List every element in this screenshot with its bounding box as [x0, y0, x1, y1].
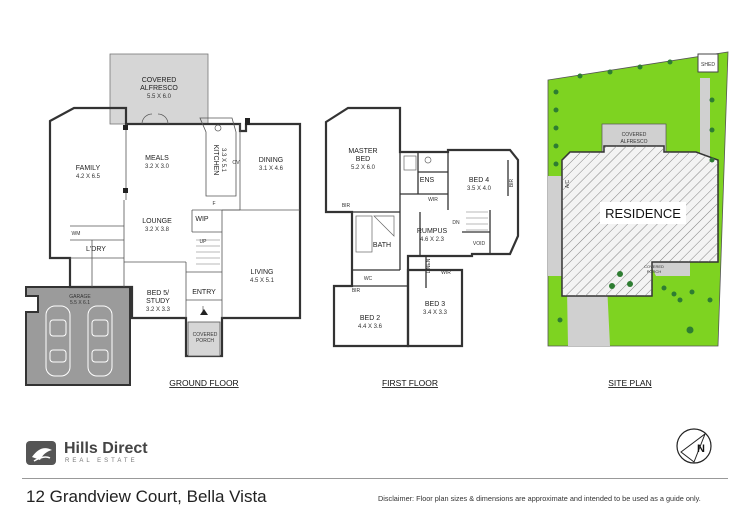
- master-bed-label: MASTER: [348, 148, 377, 155]
- stairs-first: [466, 211, 488, 231]
- family-label: FAMILY: [76, 165, 101, 172]
- master-bir-label: BIR: [342, 203, 351, 209]
- site-plan: SHED COVERED ALFRESCO RESIDENCE A/C COVE…: [547, 51, 729, 388]
- bath-label: BATH: [373, 242, 391, 249]
- shrub-icon: [553, 59, 715, 334]
- porch-label-2: PORCH: [196, 338, 214, 344]
- site-porch-label: COVERED: [644, 264, 664, 269]
- bed2-label: BED 2: [360, 315, 380, 322]
- brand-name: Hills Direct: [64, 440, 148, 457]
- arrow-up-icon: [200, 309, 208, 315]
- disclaimer-text: Disclaimer: Floor plan sizes & dimension…: [378, 494, 701, 503]
- fridge-label: F: [212, 201, 215, 207]
- family-dim: 4.2 X 6.5: [76, 174, 101, 180]
- property-address: 12 Grandview Court, Bella Vista: [26, 487, 267, 506]
- void-label: VOID: [473, 241, 486, 247]
- footer-divider: [22, 478, 728, 479]
- side-path: [548, 176, 564, 276]
- dining-dim: 3.1 X 4.6: [259, 166, 284, 172]
- bed3-dim: 3.4 X 3.3: [423, 310, 448, 316]
- living-label: LIVING: [251, 269, 274, 276]
- compass-letter: N: [697, 443, 705, 455]
- bed4-dim: 3.5 X 4.0: [467, 186, 492, 192]
- bed2-bir-label: BIR: [352, 288, 361, 294]
- master-bed-dim: 5.2 X 6.0: [351, 165, 376, 171]
- bed3-wir-label: WIR: [441, 270, 451, 276]
- meals-label: MEALS: [145, 155, 169, 162]
- garage-label: GARAGE: [69, 294, 91, 300]
- oven-label: OV: [232, 160, 240, 166]
- ac-label: A/C: [565, 179, 571, 188]
- living-dim: 4.5 X 5.1: [250, 278, 275, 284]
- site-porch-label-2: PORCH: [647, 269, 662, 274]
- lounge-dim: 3.2 X 3.8: [145, 227, 170, 233]
- bed5-dim: 3.2 X 3.3: [146, 307, 171, 313]
- master-wir-label: WIR: [428, 197, 438, 203]
- bed4-bir-label: BIR: [509, 178, 515, 187]
- wm-label: WM: [72, 231, 81, 237]
- bed2-dim: 4.4 X 3.6: [358, 324, 383, 330]
- porch-area: [187, 321, 221, 357]
- site-plan-caption: SITE PLAN: [608, 378, 651, 388]
- stairs-ground: [196, 239, 220, 265]
- site-alfresco-label: COVERED: [622, 132, 647, 138]
- lounge-label: LOUNGE: [142, 218, 172, 225]
- laundry-label: L'DRY: [86, 246, 106, 253]
- first-floor-caption: FIRST FLOOR: [382, 378, 438, 388]
- ground-floor-caption: GROUND FLOOR: [169, 378, 238, 388]
- alfresco-label: COVERED: [142, 77, 177, 84]
- rumpus-dim: 4.6 X 2.3: [420, 237, 445, 243]
- kitchen-label: KITCHEN: [212, 145, 219, 176]
- first-outer-wall: [324, 106, 520, 348]
- shed-label: SHED: [701, 62, 715, 68]
- master-bed-label-2: BED: [356, 156, 370, 163]
- dining-label: DINING: [259, 157, 284, 164]
- ground-floor-plan: COVERED ALFRESCO 5.5 X 6.0 FAMILY 4.2 X …: [25, 53, 302, 388]
- bed3-label: BED 3: [425, 301, 445, 308]
- ensuite-label: ENS: [420, 177, 435, 184]
- wc-label: WC: [364, 276, 373, 282]
- porch-label: COVERED: [193, 332, 218, 338]
- shed-area: [697, 53, 719, 73]
- site-alfresco-label-2: ALFRESCO: [621, 139, 648, 145]
- bed5-label: BED 5/: [147, 290, 169, 297]
- rumpus-label: RUMPUS: [417, 228, 448, 235]
- residence-label: RESIDENCE: [605, 206, 681, 221]
- hills-direct-logo-icon: [26, 441, 56, 465]
- car-icon: [45, 305, 113, 377]
- brand-subtitle: REAL ESTATE: [65, 458, 138, 464]
- wip-label: WIP: [195, 216, 209, 223]
- bed4-label: BED 4: [469, 177, 489, 184]
- entry-label: ENTRY: [192, 289, 216, 296]
- alfresco-label-2: ALFRESCO: [140, 85, 178, 92]
- linen-label: LINEN: [426, 258, 432, 273]
- stairs-up-label: UP: [200, 239, 208, 245]
- kitchen-dim: 3.3 X 5.1: [220, 148, 226, 173]
- ground-outer-wall: [48, 106, 302, 358]
- meals-dim: 3.2 X 3.0: [145, 164, 170, 170]
- first-floor-plan: MASTER BED 5.2 X 6.0 ENS BED 4 3.5 X 4.0…: [324, 106, 520, 388]
- bed5-label-2: STUDY: [146, 298, 170, 305]
- alfresco-dim: 5.5 X 6.0: [147, 94, 172, 100]
- north-compass-icon: N: [676, 428, 712, 464]
- garage-dim: 5.5 X 6.1: [70, 300, 90, 306]
- stairs-down-label: DN: [452, 220, 460, 226]
- garage-area: [25, 286, 131, 386]
